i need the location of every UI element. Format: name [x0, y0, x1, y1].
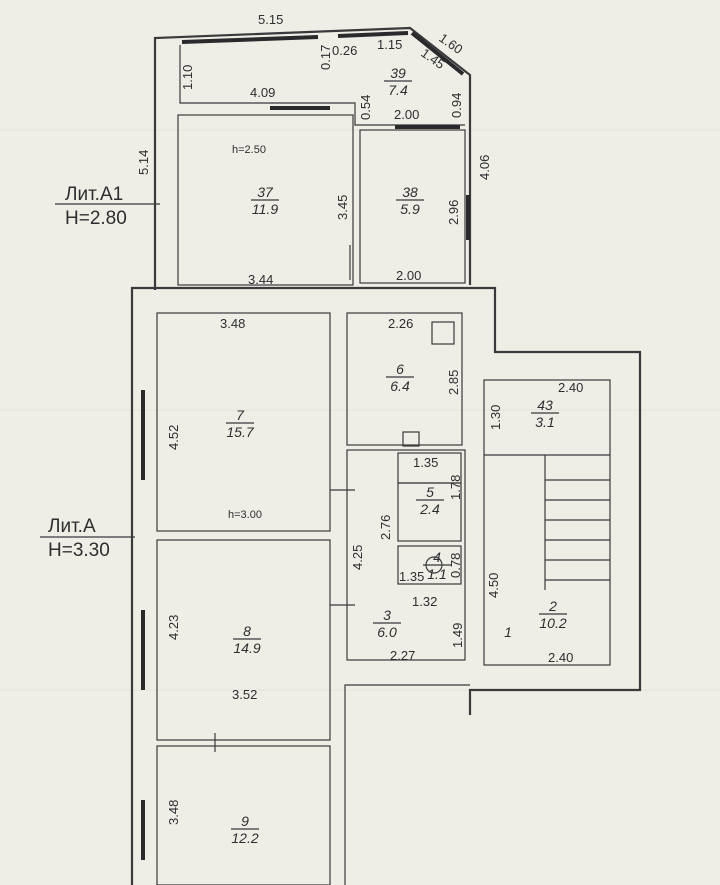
room-area: 6.4 — [390, 378, 410, 394]
dimension: 0.17 — [318, 45, 333, 70]
dimension: 0.54 — [358, 95, 373, 120]
dimension: 4.52 — [166, 425, 181, 450]
room-area: 6.0 — [377, 624, 397, 640]
dimension: 3.48 — [220, 316, 245, 331]
room-number: 39 — [390, 65, 406, 81]
dimension: 2.27 — [390, 648, 415, 663]
dimension: 2.40 — [548, 650, 573, 665]
section-name: Лит.А1 — [65, 184, 123, 205]
dimension: 0.94 — [449, 93, 464, 118]
dimension: 4.23 — [166, 615, 181, 640]
room-area: 2.4 — [419, 501, 440, 517]
dimension: 4.06 — [477, 155, 492, 180]
dimension: 3.45 — [335, 195, 350, 220]
room-area: 7.4 — [388, 82, 408, 98]
room-number: 2 — [548, 598, 557, 614]
room-area: 3.1 — [535, 414, 554, 430]
dimension: 2.96 — [446, 200, 461, 225]
dimension-labels: 5.15 1.60 0.17 0.26 1.15 1.45 1.10 4.09 … — [136, 12, 583, 825]
dimension: 2.26 — [388, 316, 413, 331]
ceiling-height: h=3.00 — [228, 509, 262, 521]
stove-icon — [431, 321, 455, 345]
room-area: 5.9 — [400, 201, 420, 217]
room-number: 38 — [402, 184, 418, 200]
dimension: 1.10 — [180, 65, 195, 90]
room-number: 9 — [241, 813, 249, 829]
room-area: 1.1 — [427, 566, 446, 582]
dimension: 3.48 — [166, 800, 181, 825]
dimension: 1.32 — [412, 594, 437, 609]
stairs — [544, 455, 610, 590]
dimension: 0.26 — [332, 43, 357, 58]
dimension: 5.15 — [258, 12, 283, 27]
dimension: 1.35 — [413, 455, 438, 470]
section-height: H=3.30 — [48, 540, 110, 561]
dimension: 1.15 — [377, 37, 402, 52]
dimension: 1.78 — [448, 475, 463, 500]
room-area: 10.2 — [539, 615, 566, 631]
dimension: 1.30 — [488, 405, 503, 430]
room-number: 5 — [426, 484, 434, 500]
room-area: 14.9 — [233, 640, 260, 656]
dimension: 4.09 — [250, 85, 275, 100]
ceiling-height: h=2.50 — [232, 144, 266, 156]
room-number: 8 — [243, 623, 251, 639]
dimension: 1.49 — [450, 623, 465, 648]
dimension: 2.76 — [378, 515, 393, 540]
boiler-icon — [402, 431, 420, 447]
dimension: 2.00 — [396, 268, 421, 283]
room-number: 3 — [383, 607, 391, 623]
room-number: 43 — [537, 397, 553, 413]
dimension: 1.45 — [418, 45, 447, 72]
dimension: 3.52 — [232, 687, 257, 702]
annex-walls — [153, 26, 472, 290]
dimension: 1.35 — [399, 569, 424, 584]
room-number: 6 — [396, 361, 404, 377]
room-number: 4 — [433, 549, 441, 565]
section-height: H=2.80 — [65, 208, 127, 229]
dimension: 2.40 — [558, 380, 583, 395]
room-labels: 39 7.4 37 11.9 38 5.9 7 15.7 6 6.4 43 3.… — [226, 65, 567, 846]
dimension: 3.44 — [248, 272, 273, 287]
corridor-label: 1 — [504, 624, 512, 640]
room-area: 15.7 — [226, 424, 254, 440]
main-walls — [130, 286, 642, 885]
dimension: 4.25 — [350, 545, 365, 570]
room-area: 11.9 — [252, 201, 278, 217]
dimension: 2.00 — [394, 107, 419, 122]
dimension: 5.14 — [136, 150, 151, 175]
room-number: 7 — [236, 407, 245, 423]
dimension: 2.85 — [446, 370, 461, 395]
dimension: 4.50 — [486, 573, 501, 598]
room-area: 12.2 — [231, 830, 258, 846]
section-name: Лит.А — [48, 516, 96, 537]
dimension: 0.78 — [448, 553, 463, 578]
room-number: 37 — [257, 184, 274, 200]
